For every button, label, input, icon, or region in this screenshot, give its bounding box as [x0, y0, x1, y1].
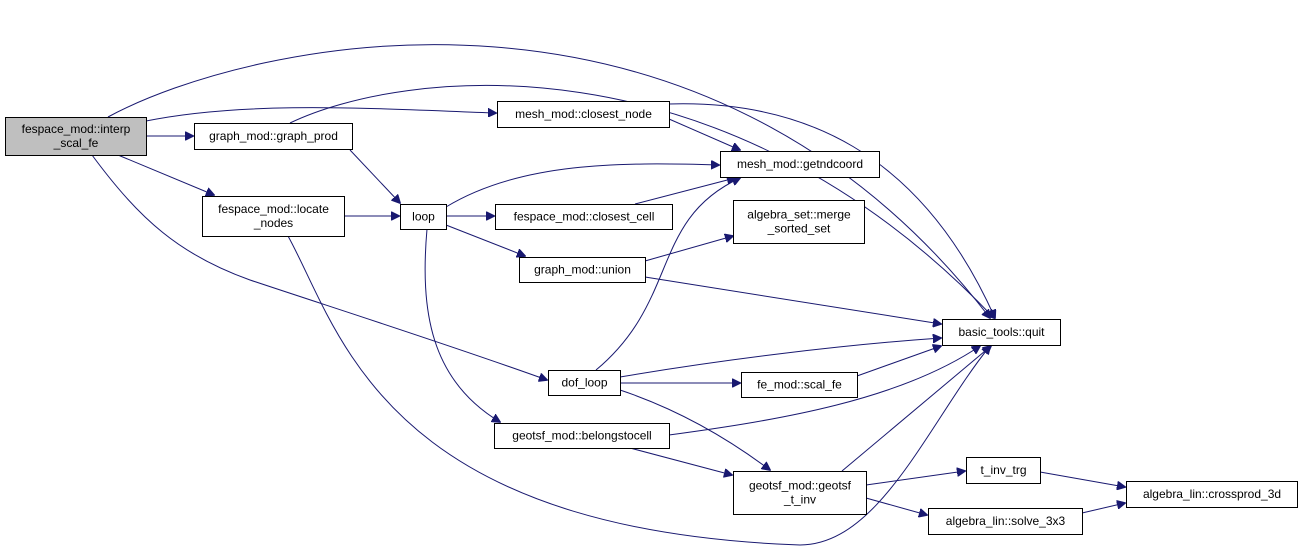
- node-label: geotsf_mod::belongstocell: [512, 429, 651, 443]
- node-box[interactable]: [928, 508, 1083, 535]
- node-t-inv-trg[interactable]: t_inv_trg: [966, 457, 1041, 484]
- edge-dof_loop-to-quit: [619, 338, 941, 378]
- node-label: basic_tools::quit: [958, 325, 1045, 339]
- node-box[interactable]: [741, 372, 858, 398]
- node-box[interactable]: [733, 471, 867, 515]
- edge-belongstocell-to-geotsf_t_inv: [629, 447, 732, 475]
- node-graph-prod[interactable]: graph_mod::graph_prod: [194, 123, 353, 150]
- node-box[interactable]: [733, 200, 865, 244]
- node-box[interactable]: [1126, 481, 1298, 508]
- node-box[interactable]: [942, 319, 1061, 346]
- node-label: mesh_mod::getndcoord: [737, 157, 863, 171]
- node-box[interactable]: [202, 196, 345, 237]
- node-interp-scal-fe[interactable]: fespace_mod::interp_scal_fe: [5, 117, 147, 156]
- node-box[interactable]: [5, 117, 147, 156]
- edge-interp_scal_fe-to-quit: [107, 44, 990, 318]
- node-label: algebra_lin::solve_3x3: [946, 514, 1066, 528]
- edge-geotsf_t_inv-to-solve_3x3: [865, 497, 927, 515]
- node-box[interactable]: [497, 101, 670, 128]
- edge-interp_scal_fe-to-locate_nodes: [117, 154, 214, 195]
- edge-union-to-merge_sorted_set: [644, 236, 733, 262]
- node-label: mesh_mod::closest_node: [515, 107, 652, 121]
- edge-union-to-quit: [644, 276, 941, 324]
- node-label: fespace_mod::closest_cell: [514, 210, 655, 224]
- node-label: _sorted_set: [767, 222, 831, 236]
- edge-solve_3x3-to-crossprod_3d: [1081, 503, 1125, 514]
- node-label: _scal_fe: [53, 136, 99, 150]
- node-geotsf-t-inv[interactable]: geotsf_mod::geotsf_t_inv: [733, 471, 867, 515]
- node-quit[interactable]: basic_tools::quit: [942, 319, 1061, 346]
- node-solve-3x3[interactable]: algebra_lin::solve_3x3: [928, 508, 1083, 535]
- node-label: algebra_lin::crossprod_3d: [1143, 487, 1281, 501]
- node-union[interactable]: graph_mod::union: [519, 257, 646, 283]
- node-box[interactable]: [519, 257, 646, 283]
- node-label: loop: [412, 210, 435, 224]
- node-locate-nodes[interactable]: fespace_mod::locate_nodes: [202, 196, 345, 237]
- nodes-layer: fespace_mod::interp_scal_fe graph_mod::gr…: [5, 101, 1298, 535]
- edge-closest_node-to-quit: [668, 103, 995, 318]
- edge-interp_scal_fe-to-closest_node: [145, 107, 496, 122]
- node-belongstocell[interactable]: geotsf_mod::belongstocell: [494, 423, 670, 449]
- edge-scal_fe-to-quit: [856, 346, 941, 377]
- node-label: dof_loop: [561, 376, 607, 390]
- node-label: geotsf_mod::geotsf: [749, 479, 852, 493]
- node-crossprod-3d[interactable]: algebra_lin::crossprod_3d: [1126, 481, 1298, 508]
- node-scal-fe[interactable]: fe_mod::scal_fe: [741, 372, 858, 398]
- node-box[interactable]: [966, 457, 1041, 484]
- edge-closest_node-to-getndcoord: [668, 118, 740, 150]
- node-closest-cell[interactable]: fespace_mod::closest_cell: [495, 204, 673, 230]
- edge-locate_nodes-to-quit: [287, 235, 990, 546]
- edge-graph_prod-to-loop: [349, 149, 400, 203]
- node-label: graph_mod::graph_prod: [209, 129, 338, 143]
- edge-geotsf_t_inv-to-quit: [841, 346, 991, 472]
- node-box[interactable]: [548, 370, 621, 396]
- edge-t_inv_trg-to-crossprod_3d: [1039, 471, 1125, 487]
- edges-layer: [91, 44, 1125, 546]
- edge-loop-to-union: [445, 224, 525, 256]
- node-box[interactable]: [495, 204, 673, 230]
- node-label: algebra_set::merge: [747, 208, 851, 222]
- node-label: _nodes: [253, 216, 293, 230]
- node-box[interactable]: [194, 123, 353, 150]
- node-box[interactable]: [720, 151, 880, 178]
- node-closest-node[interactable]: mesh_mod::closest_node: [497, 101, 670, 128]
- edge-loop-to-belongstocell: [424, 228, 500, 422]
- edge-closest_cell-to-getndcoord: [634, 178, 735, 205]
- edge-graph_prod-to-quit: [289, 84, 994, 318]
- node-label: _t_inv: [783, 493, 816, 507]
- node-dof-loop[interactable]: dof_loop: [548, 370, 621, 396]
- node-getndcoord[interactable]: mesh_mod::getndcoord: [720, 151, 880, 178]
- edge-belongstocell-to-quit: [668, 346, 980, 436]
- node-label: t_inv_trg: [980, 463, 1026, 477]
- edge-loop-to-getndcoord: [445, 164, 719, 208]
- node-label: fespace_mod::interp: [22, 122, 131, 136]
- edge-geotsf_t_inv-to-t_inv_trg: [865, 471, 965, 486]
- node-label: fespace_mod::locate: [218, 202, 329, 216]
- node-loop[interactable]: loop: [400, 204, 447, 230]
- edge-dof_loop-to-geotsf_t_inv: [619, 389, 770, 470]
- node-label: graph_mod::union: [534, 263, 631, 277]
- node-box[interactable]: [494, 423, 670, 449]
- edge-dof_loop-to-getndcoord: [595, 178, 740, 371]
- node-merge-sorted-set[interactable]: algebra_set::merge_sorted_set: [733, 200, 865, 244]
- edge-interp_scal_fe-to-dof_loop: [91, 154, 547, 380]
- node-box[interactable]: [400, 204, 447, 230]
- node-label: fe_mod::scal_fe: [757, 378, 842, 392]
